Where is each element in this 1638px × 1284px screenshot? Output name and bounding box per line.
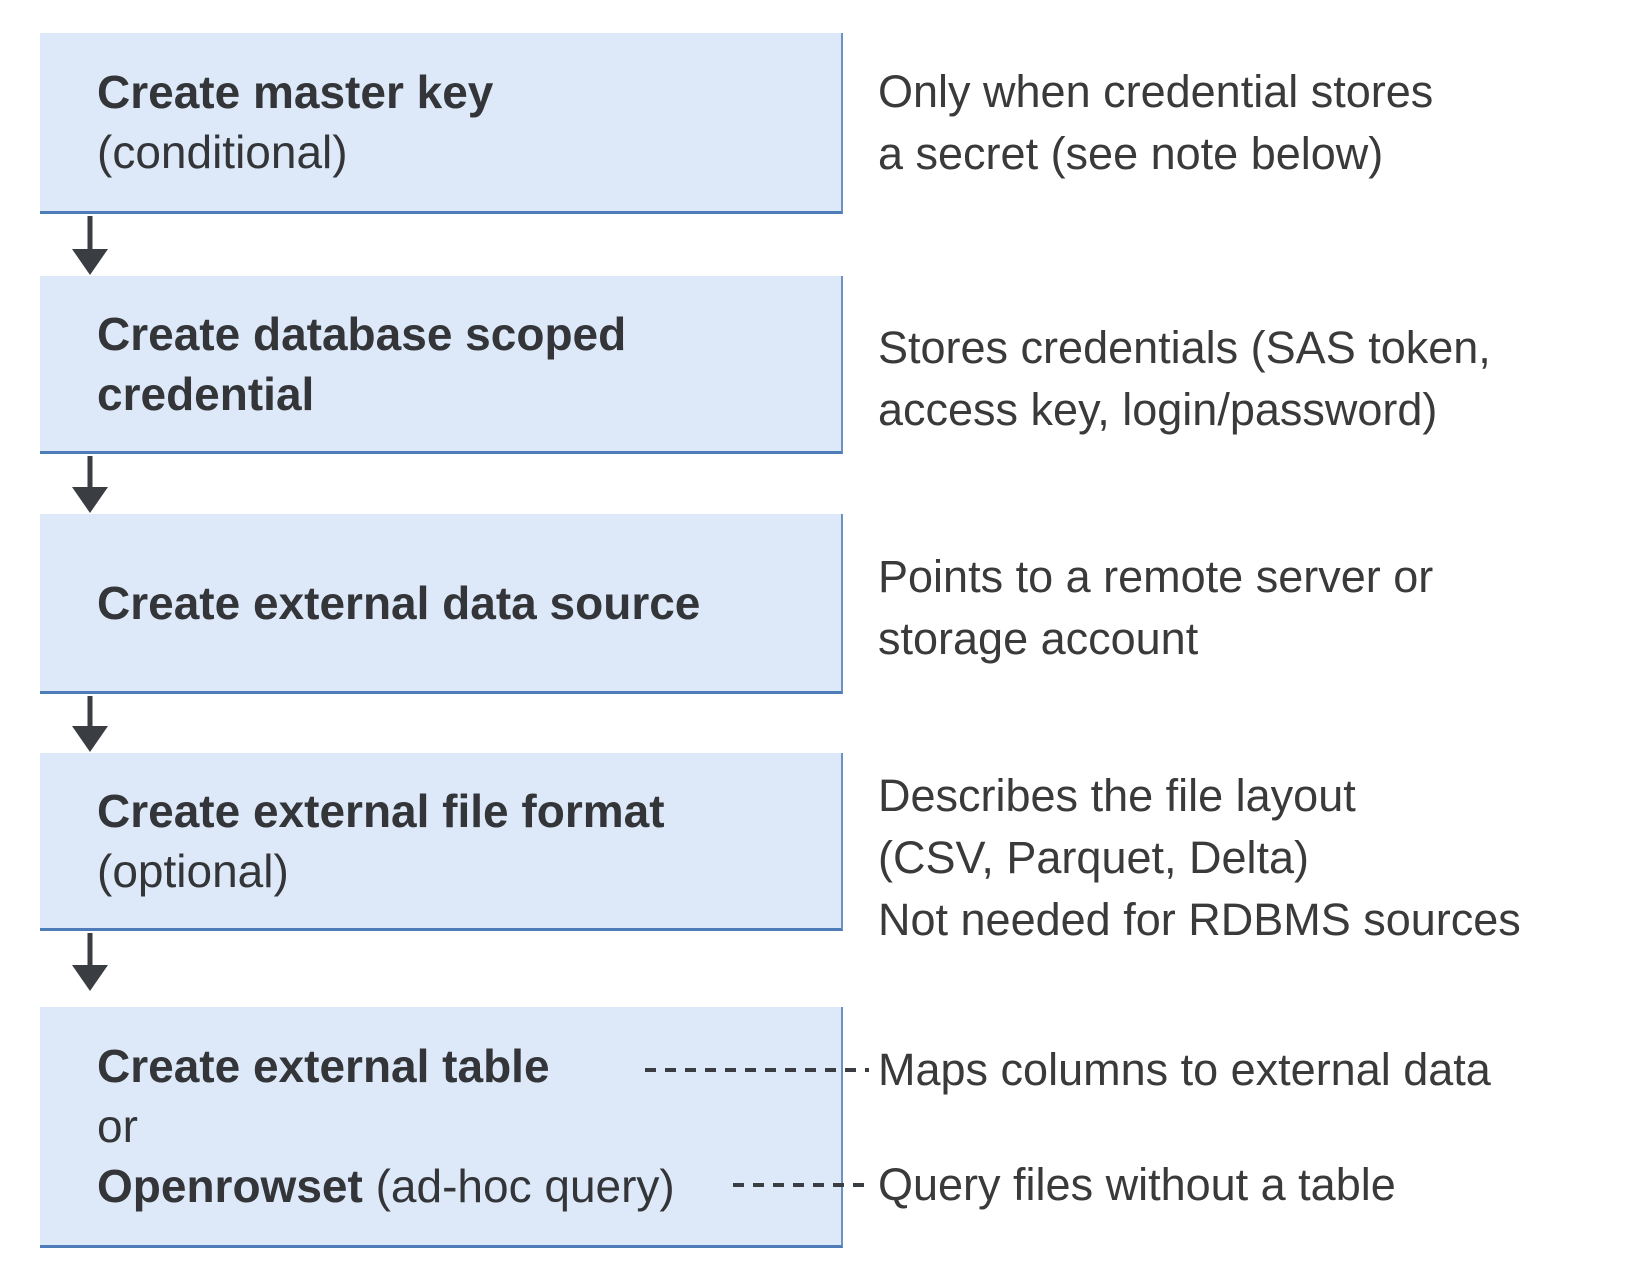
- note-text: Describes the file layout: [878, 770, 1356, 821]
- note-text: access key, login/password): [878, 384, 1438, 435]
- step-title: Create external data source: [97, 576, 701, 629]
- note-text: Maps columns to external data: [878, 1044, 1491, 1095]
- step-qualifier: or: [97, 1100, 138, 1152]
- note-text: Points to a remote server or: [878, 551, 1434, 602]
- step-title: Create database scoped: [97, 307, 627, 360]
- note-text: Stores credentials (SAS token,: [878, 322, 1491, 373]
- step-title: Create external file format: [97, 784, 665, 837]
- step-title: Create external table: [97, 1040, 550, 1092]
- arrow-shaft: [87, 696, 93, 730]
- note-openrowset: Query files without a table: [878, 1154, 1396, 1216]
- note-database-scoped-credential: Stores credentials (SAS token, access ke…: [878, 317, 1491, 441]
- step-title: Create master key: [97, 66, 494, 118]
- arrow-head: [72, 965, 108, 991]
- note-master-key: Only when credential stores a secret (se…: [878, 61, 1433, 185]
- step-box-create-external-file-format: Create external file format (optional): [40, 753, 843, 931]
- step-box-create-external-table-or-openrowset: Create external table or Openrowset (ad-…: [40, 1007, 843, 1248]
- down-arrow-icon: [72, 216, 108, 275]
- note-text: Not needed for RDBMS sources: [878, 894, 1521, 945]
- note-external-data-source: Points to a remote server or storage acc…: [878, 546, 1433, 670]
- arrow-shaft: [87, 216, 93, 253]
- step-qualifier: (optional): [97, 844, 289, 897]
- dashed-connector-openrowset: [733, 1183, 869, 1187]
- note-text: Query files without a table: [878, 1159, 1396, 1210]
- down-arrow-icon: [72, 933, 108, 991]
- down-arrow-icon: [72, 696, 108, 752]
- note-text: (CSV, Parquet, Delta): [878, 832, 1310, 883]
- step-qualifier: (conditional): [97, 126, 348, 178]
- step-title: Openrowset (ad-hoc query): [97, 1160, 675, 1212]
- dashed-connector-external-table: [645, 1068, 869, 1072]
- note-external-table: Maps columns to external data: [878, 1039, 1491, 1101]
- note-text: a secret (see note below): [878, 128, 1384, 179]
- down-arrow-icon: [72, 456, 108, 513]
- arrow-head: [72, 249, 108, 275]
- step-box-create-master-key: Create master key (conditional): [40, 33, 843, 214]
- arrow-head: [72, 487, 108, 513]
- note-text: storage account: [878, 613, 1199, 664]
- arrow-shaft: [87, 933, 93, 969]
- note-external-file-format: Describes the file layout (CSV, Parquet,…: [878, 765, 1521, 951]
- step-title: credential: [97, 367, 315, 420]
- arrow-shaft: [87, 456, 93, 491]
- arrow-head: [72, 726, 108, 752]
- step-box-create-database-scoped-credential: Create database scoped credential: [40, 276, 843, 454]
- note-text: Only when credential stores: [878, 66, 1434, 117]
- step-box-create-external-data-source: Create external data source: [40, 514, 843, 694]
